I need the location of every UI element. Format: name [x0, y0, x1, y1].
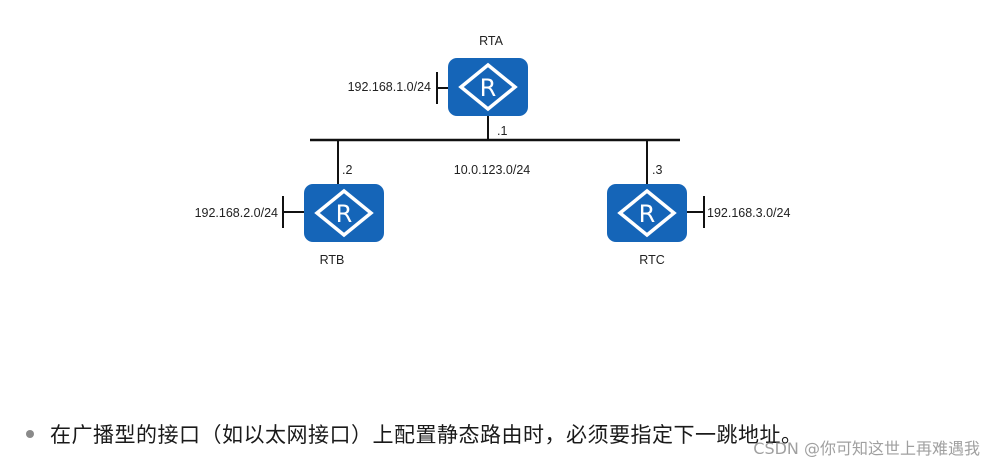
svg-text:R: R [480, 74, 497, 102]
rtb-name-label: RTB [320, 253, 345, 267]
bullet-item: 在广播型的接口（如以太网接口）上配置静态路由时，必须要指定下一跳地址。 [26, 418, 803, 450]
router-rtc: R [607, 184, 687, 242]
rta-iface-label: .1 [497, 124, 507, 138]
svg-text:R: R [336, 200, 353, 228]
watermark: CSDN @你可知这世上再难遇我 [753, 439, 980, 458]
rtb-subnet-label: 192.168.2.0/24 [195, 206, 278, 220]
router-icon [607, 184, 687, 242]
router-rtb: R [304, 184, 384, 242]
router-icon [448, 58, 528, 116]
segment-subnet-label: 10.0.123.0/24 [454, 163, 531, 177]
router-rta: R [448, 58, 528, 116]
rta-name-label: RTA [479, 34, 504, 48]
rtc-name-label: RTC [639, 253, 664, 267]
rtb-iface-label: .2 [342, 163, 352, 177]
bullet-dot-icon [26, 430, 34, 438]
rtc-subnet-label: 192.168.3.0/24 [707, 206, 790, 220]
bullet-text: 在广播型的接口（如以太网接口）上配置静态路由时，必须要指定下一跳地址。 [50, 423, 803, 447]
router-icon [304, 184, 384, 242]
svg-text:R: R [639, 200, 656, 228]
rta-subnet-label: 192.168.1.0/24 [348, 80, 431, 94]
rtc-iface-label: .3 [652, 163, 662, 177]
